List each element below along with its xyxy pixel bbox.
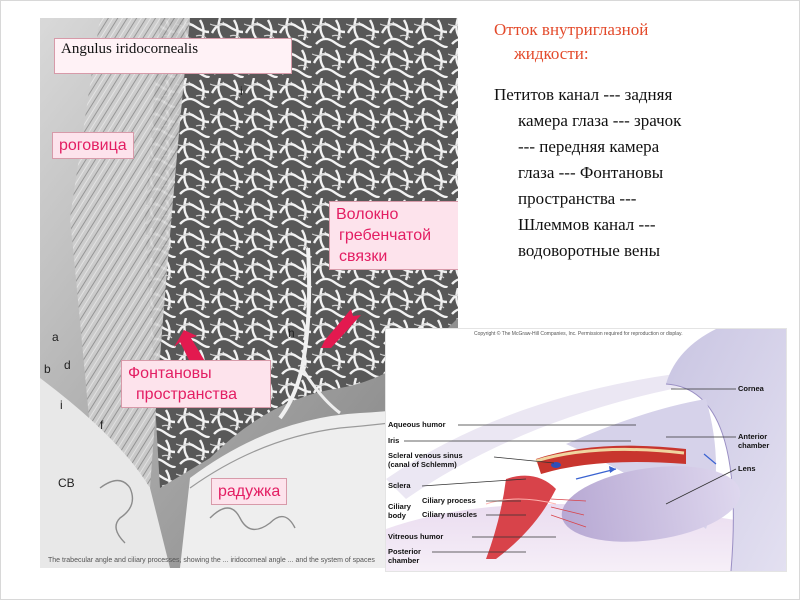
path-line-5: пространства --- xyxy=(518,189,637,208)
path-line-2: камера глаза --- зрачок xyxy=(518,111,682,130)
comb-fiber-line-2: гребенчатой xyxy=(339,227,432,244)
letter-h: h xyxy=(288,326,295,340)
angle-title-label: Angulus iridocornealis xyxy=(54,38,292,74)
arrow-fontana-spaces xyxy=(174,330,206,366)
label-posterior: Posterior xyxy=(388,547,421,556)
label-iris: Iris xyxy=(388,436,400,445)
letter-i: i xyxy=(60,398,63,412)
angle-title-text: Angulus iridocornealis xyxy=(61,41,199,57)
label-anterior-chamber: chamber xyxy=(738,441,770,450)
path-line-7: водоворотные вены xyxy=(518,241,660,260)
eye-drawing xyxy=(386,329,786,571)
label-canal-of-schlemm: (canal of Schlemm) xyxy=(388,460,457,469)
arrow-comb-fiber xyxy=(321,309,361,348)
outflow-heading: Отток внутриглазной жидкости: xyxy=(494,18,744,66)
heading-line-2: жидкости: xyxy=(514,44,589,63)
path-line-4: глаза --- Фонтановы xyxy=(518,163,664,182)
label-scleral-venous-sinus: Scleral venous sinus xyxy=(388,451,463,460)
letter-i-top: i xyxy=(240,84,243,98)
letter-d: d xyxy=(64,358,71,372)
comb-fiber-label: Волокно гребенчатой связки xyxy=(329,201,458,270)
comb-fiber-line-3: связки xyxy=(339,248,388,265)
label-cornea: Cornea xyxy=(738,384,764,393)
letter-f: f xyxy=(100,418,104,432)
outflow-path-text: Петитов канал --- задняя камера глаза --… xyxy=(494,82,754,264)
label-vitreous-humor: Vitreous humor xyxy=(388,532,444,541)
label-aqueous-humor: Aqueous humor xyxy=(388,420,446,429)
label-ciliary-process: Ciliary process xyxy=(422,496,476,505)
path-line-6: Шлеммов канал --- xyxy=(518,215,656,234)
fontana-spaces-label: Фонтановы пространства xyxy=(121,360,271,408)
eye-anatomy-diagram: Copyright © The McGraw-Hill Companies, I… xyxy=(385,328,787,572)
fontana-line-2: пространства xyxy=(136,386,237,403)
label-sclera: Sclera xyxy=(388,481,411,490)
letter-b: b xyxy=(44,362,51,376)
label-ciliary: Ciliary xyxy=(388,502,411,511)
path-line-1: Петитов канал --- задняя xyxy=(494,85,673,104)
path-line-3: --- передняя камера xyxy=(518,137,660,156)
cornea-label-text: роговица xyxy=(59,137,127,154)
eye-copyright: Copyright © The McGraw-Hill Companies, I… xyxy=(474,331,683,337)
fontana-line-1: Фонтановы xyxy=(128,365,212,382)
histology-caption: The trabecular angle and ciliary process… xyxy=(48,557,375,564)
label-anterior: Anterior xyxy=(738,432,768,441)
heading-line-1: Отток внутриглазной xyxy=(494,20,649,39)
label-chamber: chamber xyxy=(388,556,420,565)
label-ciliary-muscles: Ciliary muscles xyxy=(422,510,478,519)
cornea-label: роговица xyxy=(52,132,134,159)
iris-label: радужка xyxy=(211,478,288,505)
comb-fiber-line-1: Волокно xyxy=(336,206,399,223)
label-body: body xyxy=(388,511,406,520)
letter-a: a xyxy=(52,330,59,344)
iris-label-text: радужка xyxy=(218,483,281,500)
label-lens: Lens xyxy=(738,464,756,473)
letter-cb: CB xyxy=(58,476,75,490)
